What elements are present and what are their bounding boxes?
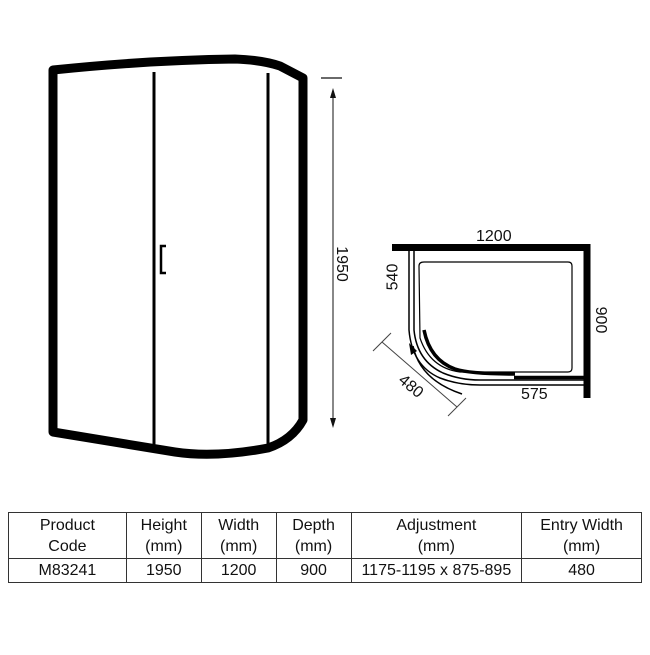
enclosure-frame [48,54,308,459]
arrow-down-icon [330,418,336,428]
cell-product-code: M83241 [8,558,127,583]
header-width: Width(mm) [200,512,277,559]
header-adjustment: Adjustment(mm) [350,512,523,559]
arrow-icon [409,343,417,355]
entry-dimension [372,332,467,417]
wall [392,244,591,398]
height-dimension [321,77,342,428]
sliding-door [422,329,516,376]
plan-return-label: 575 [521,386,548,403]
cell-height: 1950 [125,558,202,583]
elevation-view [48,54,308,459]
roller-icon [170,450,174,454]
shower-tray [418,261,573,373]
header-height: Height(mm) [125,512,202,559]
cell-entry-width: 480 [521,558,642,583]
plan-side-label: 540 [384,263,402,291]
plan-width-label: 1200 [476,228,512,245]
plan-depth-label: 900 [592,306,609,334]
height-label: 1950 [333,246,350,282]
plan-view [372,244,591,417]
header-depth: Depth(mm) [275,512,352,559]
cell-adjustment: 1175-1195 x 875-895 [350,558,523,583]
arrow-up-icon [330,88,336,98]
table-row: M83241 1950 1200 900 1175-1195 x 875-895… [8,558,642,583]
header-entry-width: Entry Width(mm) [521,512,642,559]
door-handle-icon [159,244,166,275]
roller-icon [219,453,223,457]
cell-depth: 900 [275,558,352,583]
cell-width: 1200 [200,558,277,583]
